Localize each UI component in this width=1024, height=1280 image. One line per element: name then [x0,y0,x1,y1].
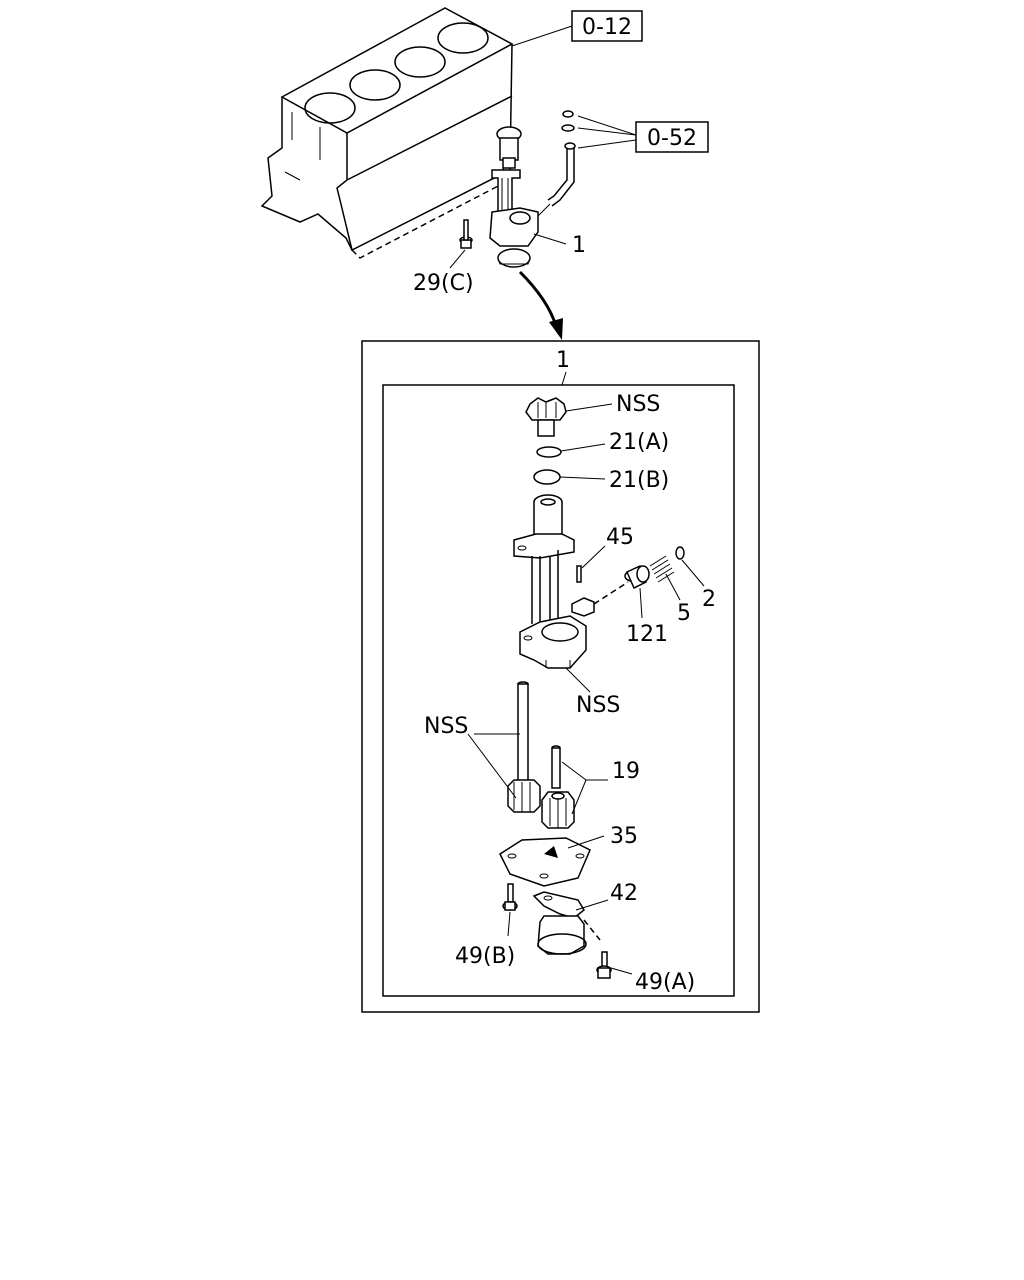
oil-pipe-small [547,110,637,207]
detail-title-1: 1 [556,348,570,373]
reference-label-block: 0-12 [582,15,632,40]
callout-49a: 49(A) [635,970,695,995]
cover-plate-35 [499,835,605,887]
pump-body [513,494,595,693]
callout-21a: 21(A) [609,430,669,455]
callout-nss-gears: NSS [424,714,468,739]
callout-121: 121 [626,622,668,647]
callout-5: 5 [677,601,691,626]
pin-45 [576,545,606,583]
callout-42: 42 [610,881,638,906]
bolt-49a [596,951,633,979]
snap-ring-2 [675,546,705,587]
callout-2: 2 [702,587,716,612]
o-ring-21b [533,469,606,485]
callout-35: 35 [610,824,638,849]
o-ring-21a [536,443,606,458]
detail-inner-frame [382,384,735,997]
detail-arrow [518,270,563,340]
strainer-42 [532,891,609,955]
callout-45: 45 [606,525,634,550]
callout-49b: 49(B) [455,944,515,969]
reference-box-block: 0-12 [571,10,643,42]
oil-pump-assembly-small [489,126,551,268]
spring-5 [649,555,681,601]
detail-outer-frame [361,340,760,1013]
engine-block-illustration [260,7,573,259]
bolt-49b [502,883,518,937]
bolt-29c-small [449,219,473,269]
callout-21b: 21(B) [609,468,669,493]
reference-box-pipe: 0-52 [635,121,709,153]
drive-shaft-gear [507,681,541,813]
callout-1-top: 1 [572,233,586,258]
driven-shaft-gear-19 [541,745,608,829]
reference-label-pipe: 0-52 [647,126,697,151]
callout-19: 19 [612,759,640,784]
drive-gear-top [525,397,613,437]
callout-nss-drive-gear: NSS [616,392,660,417]
callout-nss-body: NSS [576,693,620,718]
relief-valve-121 [593,564,650,619]
callout-29c: 29(C) [413,271,474,296]
